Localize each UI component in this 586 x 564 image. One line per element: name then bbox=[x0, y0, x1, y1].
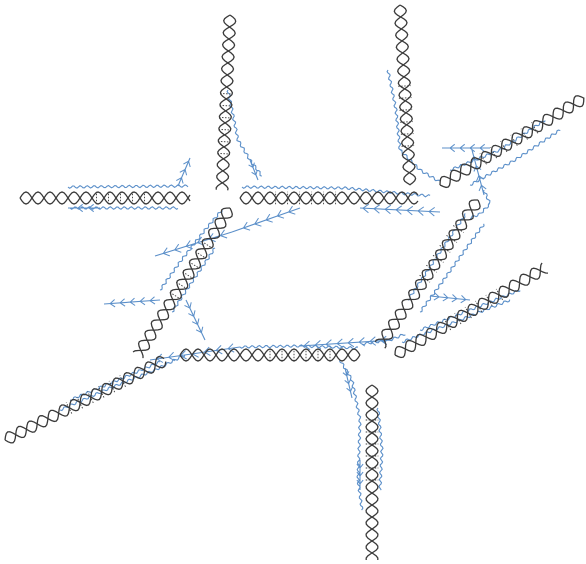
dna-network-diagram bbox=[0, 0, 586, 564]
background bbox=[0, 0, 586, 564]
